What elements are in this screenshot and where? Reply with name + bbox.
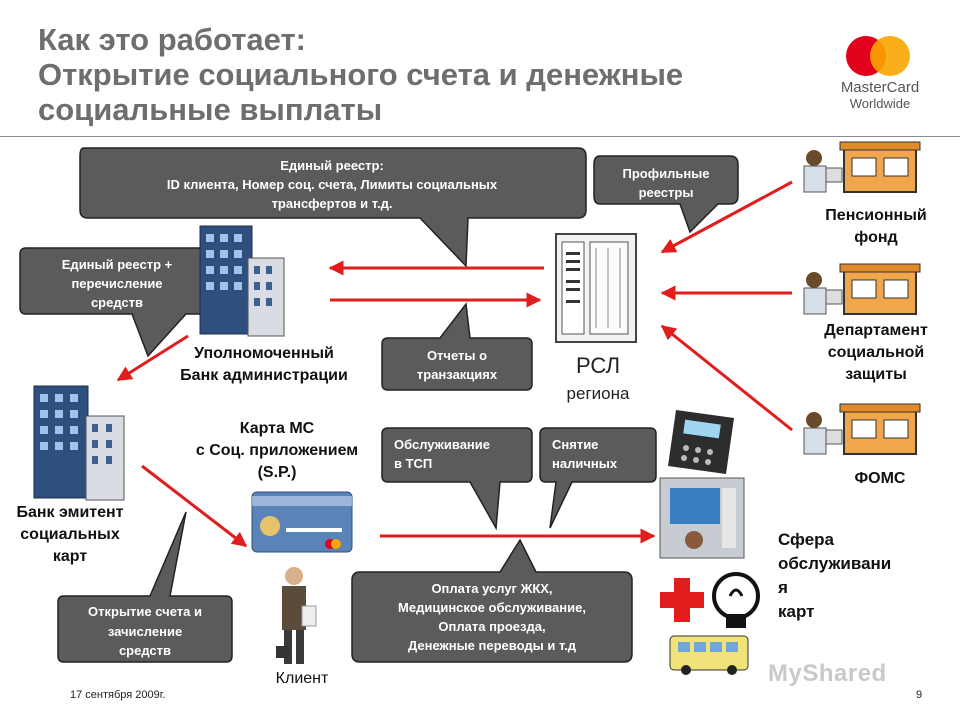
arrow-issuer-to-card xyxy=(141,464,248,548)
label-line: Уполномоченный xyxy=(194,345,334,362)
bus-icon xyxy=(669,635,749,675)
title-line-1: Как это работает: xyxy=(38,22,306,57)
callout-text: транзакциях xyxy=(417,367,498,382)
authorized-bank-label: Уполномоченный Банк администрации xyxy=(152,343,376,387)
office-worker-icon xyxy=(803,403,921,455)
callout-text: Отчеты о xyxy=(427,348,487,363)
footer-page: 9 xyxy=(916,689,923,701)
callout-text: Оплата проезда, xyxy=(438,619,545,634)
building-icon xyxy=(199,225,285,337)
mastercard-logo-icon xyxy=(846,36,910,76)
title-line-3: социальные выплаты xyxy=(38,92,383,127)
callout-registry-transfer: Единый реестр + перечисление средств xyxy=(19,247,217,358)
pos-terminal-icon xyxy=(668,410,734,474)
rsl-label: РСЛ xyxy=(576,353,620,378)
label-line: карт xyxy=(778,602,815,621)
arrow-pension-to-rsl xyxy=(660,180,793,254)
callout-text: трансфертов и т.д. xyxy=(272,196,393,211)
office-worker-icon xyxy=(803,141,921,193)
callout-text: ID клиента, Номер соц. счета, Лимиты соц… xyxy=(167,177,498,192)
pension-fund-label: Пенсионный фонд xyxy=(806,205,946,249)
callout-text: реестры xyxy=(639,185,694,200)
callout-text: Профильные xyxy=(622,166,709,181)
callout-text: Обслуживание xyxy=(394,437,490,452)
label-line: фонд xyxy=(854,229,898,246)
callout-text: Единый реестр + xyxy=(62,257,173,272)
logo-sub: Worldwide xyxy=(849,96,911,111)
callout-text: перечисление xyxy=(71,276,162,291)
foms-label: ФОМС xyxy=(854,470,906,487)
lightbulb-icon xyxy=(712,572,760,628)
label-line: с Соц. приложением xyxy=(195,442,359,459)
callout-payments: Оплата услуг ЖКХ, Медицинское обслуживан… xyxy=(351,538,633,663)
callout-unified-registry: Единый реестр: ID клиента, Номер соц. сч… xyxy=(79,147,587,268)
rsl-sub-label: региона xyxy=(567,384,630,403)
client-label: Клиент xyxy=(275,670,329,687)
label-line: карт xyxy=(52,548,88,565)
callout-text: Медицинское обслуживание, xyxy=(398,600,586,615)
card-label: Карта МС с Соц. приложением (S.P.) xyxy=(174,418,380,484)
label-line: Банк эмитент xyxy=(16,504,124,521)
bank-card-icon xyxy=(251,491,353,553)
label-line: обслуживани xyxy=(778,554,892,573)
issuer-bank-label: Банк эмитент социальных карт xyxy=(0,502,140,568)
service-sphere-label: Сфера обслуживани я карт xyxy=(778,528,938,624)
callout-text: в ТСП xyxy=(394,456,432,471)
callout-text: средств xyxy=(119,643,171,658)
label-line: защиты xyxy=(845,366,907,383)
arrow-bank-to-issuer xyxy=(116,334,189,382)
callout-text: Оплата услуг ЖКХ, xyxy=(431,581,552,596)
red-cross-icon xyxy=(660,578,704,622)
callout-text: зачисление xyxy=(108,624,182,639)
callout-text: наличных xyxy=(552,456,618,471)
page-title: Как это работает: Открытие социального с… xyxy=(38,22,683,127)
footer-date: 17 сентября 2009г. xyxy=(70,689,166,701)
callout-text: Открытие счета и xyxy=(88,604,202,619)
atm-icon xyxy=(659,477,745,559)
client-person-icon xyxy=(276,567,317,664)
callout-text: средств xyxy=(91,295,143,310)
mastercard-wordmark: MasterCard Worldwide xyxy=(822,80,938,112)
title-line-2: Открытие социального счета и денежные xyxy=(38,57,684,92)
label-line: Банк администрации xyxy=(180,367,348,384)
arrow-foms-to-rsl xyxy=(660,324,793,432)
label-line: Департамент xyxy=(824,322,928,339)
server-icon xyxy=(555,233,637,343)
label-line: Карта МС xyxy=(239,420,315,437)
watermark: MyShared xyxy=(768,660,887,687)
callout-pos-service: Обслуживание в ТСП xyxy=(381,427,533,531)
label-line: я xyxy=(778,578,788,597)
callout-profile-registries: Профильные реестры xyxy=(593,155,739,234)
label-line: социальной xyxy=(827,344,925,361)
social-dept-label: Департамент социальной защиты xyxy=(806,320,946,386)
callout-text: Снятие xyxy=(552,437,598,452)
callout-text: Единый реестр: xyxy=(280,158,384,173)
label-line: Сфера xyxy=(778,530,834,549)
title-divider xyxy=(0,136,960,137)
label-line: социальных xyxy=(20,526,120,543)
label-line: (S.P.) xyxy=(257,464,297,481)
building-icon xyxy=(33,385,125,501)
callout-cash-withdrawal: Снятие наличных xyxy=(539,427,657,529)
callout-text: Денежные переводы и т.д xyxy=(408,638,577,653)
office-worker-icon xyxy=(803,263,921,315)
callout-account-opening: Открытие счета и зачисление средств xyxy=(57,511,233,663)
logo-brand: MasterCard xyxy=(840,79,920,96)
label-line: Пенсионный xyxy=(825,207,927,224)
callout-transaction-reports: Отчеты о транзакциях xyxy=(381,302,533,391)
